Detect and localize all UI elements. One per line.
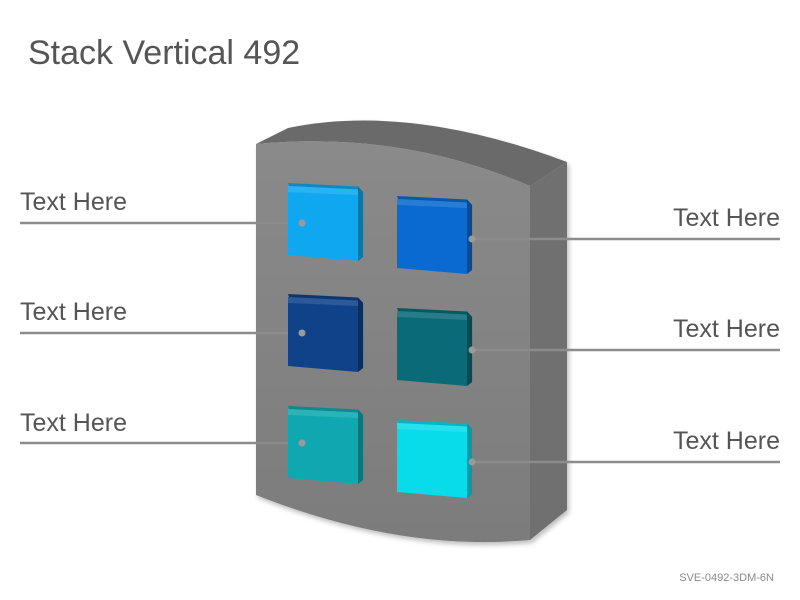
cube-bottom-left-side [358, 409, 364, 484]
label-left-1: Text Here [20, 188, 127, 216]
cube-bottom-right-highlight [397, 423, 467, 432]
panel-top-face [256, 120, 567, 186]
cube-bottom-right-front [397, 423, 467, 498]
label-right-2: Text Here [673, 315, 780, 343]
cube-top-left-side [358, 186, 364, 261]
cubes [288, 183, 473, 498]
cube-bottom-left [288, 406, 364, 484]
leader-dot-left-1 [298, 219, 306, 227]
leader-dot-right-1 [468, 235, 476, 243]
page-title: Stack Vertical 492 [28, 34, 301, 72]
cube-top-right [397, 196, 473, 274]
leader-dot-right-2 [468, 346, 476, 354]
label-left-3: Text Here [20, 409, 127, 437]
cube-top-left-front [288, 186, 358, 261]
product-code: SVE-0492-3DM-6N [679, 572, 774, 584]
cube-top-right-highlight [397, 199, 467, 208]
cube-bottom-right [397, 420, 473, 498]
leader-dot-left-3 [298, 439, 306, 447]
cube-top-right-front [397, 199, 467, 274]
cube-bottom-left-highlight [288, 409, 358, 418]
label-left-2: Text Here [20, 298, 127, 326]
cube-bottom-left-front [288, 409, 358, 484]
cube-top-left [288, 183, 364, 261]
label-right-3: Text Here [673, 427, 780, 455]
cube-middle-right [397, 308, 473, 386]
cube-top-left-highlight [288, 186, 358, 195]
cube-middle-left-highlight [288, 297, 358, 306]
leader-dot-left-2 [298, 329, 306, 337]
label-right-1: Text Here [673, 204, 780, 232]
leader-dot-right-3 [468, 458, 476, 466]
leader-dots [298, 219, 476, 466]
cube-middle-right-front [397, 311, 467, 386]
cube-middle-left-side [358, 297, 364, 372]
cube-middle-right-highlight [397, 311, 467, 320]
leader-lines [20, 221, 780, 464]
cube-middle-left-front [288, 297, 358, 372]
cube-middle-left [288, 294, 364, 372]
